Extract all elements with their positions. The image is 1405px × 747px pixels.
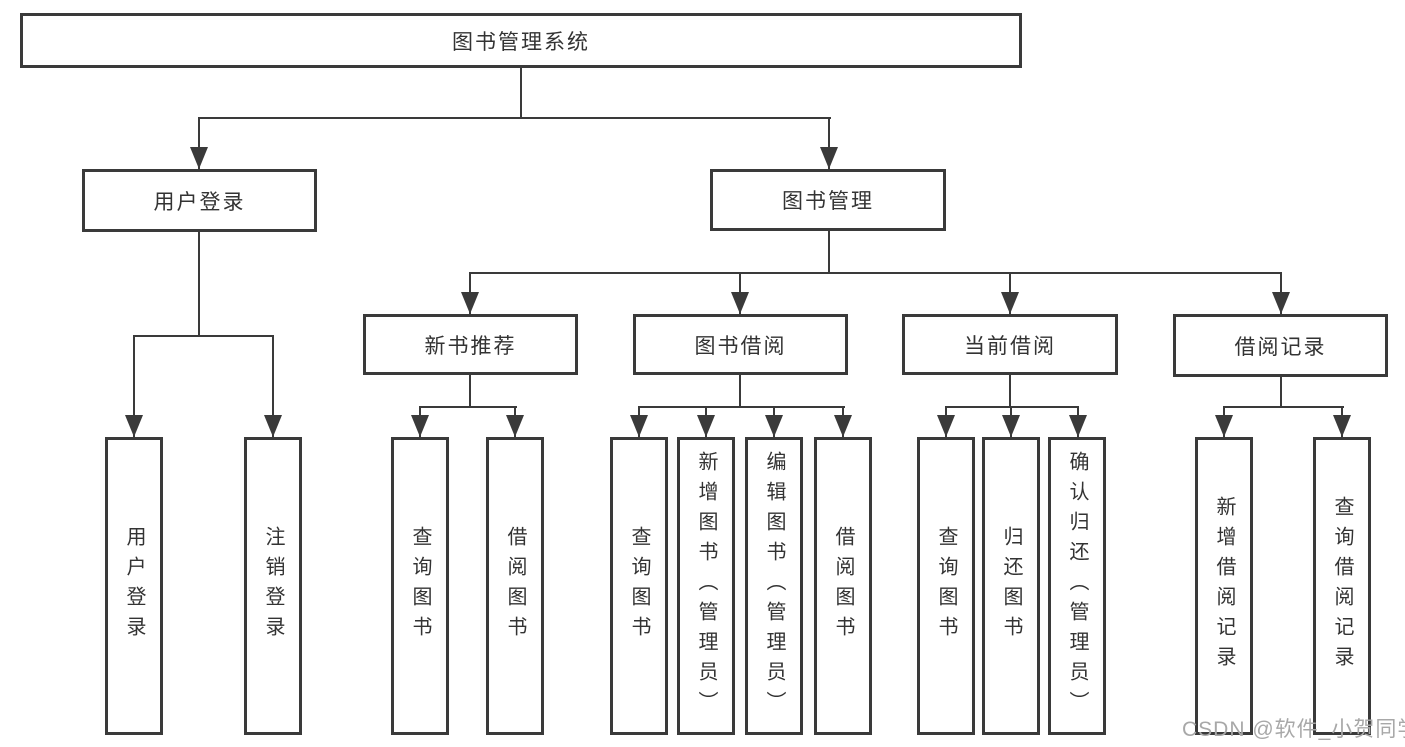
node-borrow-records-label: 借阅记录 <box>1234 335 1327 359</box>
connector-line <box>272 335 274 437</box>
connector-line <box>419 406 517 408</box>
node-new-books: 新书推荐 <box>363 314 578 375</box>
leaf-query-borrow-record: 查询借阅记录 <box>1313 437 1371 735</box>
connector-line <box>198 117 831 119</box>
leaf-query-books-2-label: 查询图书 <box>628 526 650 646</box>
leaf-logout-label: 注销登录 <box>262 526 284 646</box>
leaf-query-books-3-label: 查询图书 <box>935 526 957 646</box>
node-book-borrow-label: 图书借阅 <box>694 334 787 358</box>
watermark: CSDN @软件_小贺同学 <box>1182 718 1405 741</box>
connector-line <box>1280 377 1282 408</box>
leaf-edit-book-admin-label: 编辑图书（管理员） <box>763 451 785 721</box>
node-user-login-label: 用户登录 <box>153 190 246 214</box>
leaf-borrow-books-2-label: 借阅图书 <box>832 526 854 646</box>
arrow-down-icon <box>1002 415 1020 437</box>
connector-line <box>198 117 200 169</box>
leaf-confirm-return-admin-label: 确认归还（管理员） <box>1066 451 1088 721</box>
node-user-login: 用户登录 <box>82 169 317 232</box>
arrow-down-icon <box>190 147 208 169</box>
leaf-user-login: 用户登录 <box>105 437 163 735</box>
connector-line <box>198 232 200 337</box>
leaf-query-books-3: 查询图书 <box>917 437 975 735</box>
arrow-down-icon <box>1333 415 1351 437</box>
connector-line <box>638 406 845 408</box>
node-book-mgmt-label: 图书管理 <box>782 190 874 213</box>
node-new-books-label: 新书推荐 <box>424 334 517 358</box>
leaf-confirm-return-admin: 确认归还（管理员） <box>1048 437 1106 735</box>
arrow-down-icon <box>765 415 783 437</box>
connector-line <box>133 335 135 437</box>
node-current-borrow: 当前借阅 <box>902 314 1118 375</box>
node-root: 图书管理系统 <box>20 13 1022 68</box>
connector-line <box>828 230 830 274</box>
arrow-down-icon <box>820 147 838 169</box>
arrow-down-icon <box>937 415 955 437</box>
arrow-down-icon <box>834 415 852 437</box>
leaf-return-book-label: 归还图书 <box>1000 526 1022 646</box>
arrow-down-icon <box>731 292 749 314</box>
leaf-logout: 注销登录 <box>244 437 302 735</box>
arrow-down-icon <box>1215 415 1233 437</box>
leaf-user-login-label: 用户登录 <box>123 526 145 646</box>
node-current-borrow-label: 当前借阅 <box>964 334 1056 358</box>
arrow-down-icon <box>461 292 479 314</box>
arrow-down-icon <box>697 415 715 437</box>
leaf-query-books-1-label: 查询图书 <box>409 526 431 646</box>
connector-line <box>945 406 1079 408</box>
leaf-borrow-books-1-label: 借阅图书 <box>504 526 526 646</box>
leaf-return-book: 归还图书 <box>982 437 1040 735</box>
leaf-edit-book-admin: 编辑图书（管理员） <box>745 437 803 735</box>
connector-line <box>520 68 522 119</box>
node-root-label: 图书管理系统 <box>452 30 590 54</box>
connector-line <box>133 335 274 337</box>
node-book-mgmt: 图书管理 <box>710 169 946 231</box>
arrow-down-icon <box>1272 292 1290 314</box>
leaf-query-books-2: 查询图书 <box>610 437 668 735</box>
arrow-down-icon <box>411 415 429 437</box>
leaf-borrow-books-1: 借阅图书 <box>486 437 544 735</box>
connector-line <box>828 117 830 169</box>
leaf-add-borrow-record-label: 新增借阅记录 <box>1213 496 1235 676</box>
connector-line <box>1009 375 1011 408</box>
connector-line <box>469 272 1282 274</box>
arrow-down-icon <box>1069 415 1087 437</box>
arrow-down-icon <box>630 415 648 437</box>
leaf-borrow-books-2: 借阅图书 <box>814 437 872 735</box>
leaf-add-borrow-record: 新增借阅记录 <box>1195 437 1253 735</box>
arrow-down-icon <box>264 415 282 437</box>
arrow-down-icon <box>1001 292 1019 314</box>
node-book-borrow: 图书借阅 <box>633 314 848 375</box>
leaf-query-borrow-record-label: 查询借阅记录 <box>1331 496 1353 676</box>
arrow-down-icon <box>506 415 524 437</box>
leaf-add-book-admin-label: 新增图书（管理员） <box>695 451 717 721</box>
connector-line <box>469 375 471 408</box>
connector-line <box>739 375 741 408</box>
connector-line <box>1223 406 1344 408</box>
node-borrow-records: 借阅记录 <box>1173 314 1388 377</box>
leaf-query-books-1: 查询图书 <box>391 437 449 735</box>
leaf-add-book-admin: 新增图书（管理员） <box>677 437 735 735</box>
arrow-down-icon <box>125 415 143 437</box>
